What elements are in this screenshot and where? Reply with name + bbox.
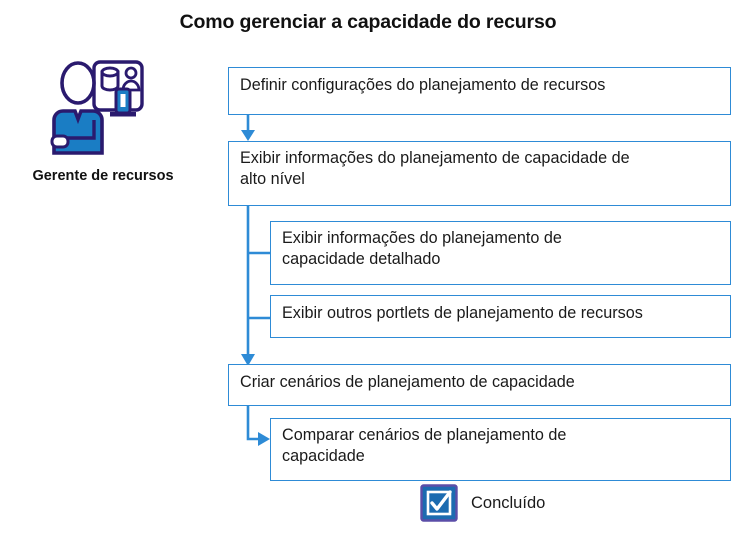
flow-step-label: Criar cenários de planejamento de capaci… [240, 373, 575, 391]
resource-manager-presenter-icon [46, 56, 146, 156]
actor-label: Gerente de recursos [32, 168, 174, 184]
flow-step-label: Comparar cenários de planejamento de cap… [282, 426, 567, 465]
legend: Concluído [420, 484, 545, 522]
checkbox-checked-icon [420, 484, 458, 522]
flow-step-exibir-informacoes-detalhado[interactable]: Exibir informações do planejamento de ca… [270, 221, 731, 285]
flow-step-exibir-informacoes-alto-nivel[interactable]: Exibir informações do planejamento de ca… [228, 141, 731, 206]
flow-step-label: Exibir outros portlets de planejamento d… [282, 304, 643, 322]
flow-step-label: Exibir informações do planejamento de ca… [282, 229, 562, 268]
flow-step-exibir-outros-portlets[interactable]: Exibir outros portlets de planejamento d… [270, 295, 731, 338]
page-title: Como gerenciar a capacidade do recurso [179, 11, 557, 33]
flow-step-label: Exibir informações do planejamento de ca… [240, 149, 630, 188]
flow-step-criar-cenarios[interactable]: Criar cenários de planejamento de capaci… [228, 364, 731, 406]
flow-step-comparar-cenarios[interactable]: Comparar cenários de planejamento de cap… [270, 418, 731, 481]
flow-step-label: Definir configurações do planejamento de… [240, 76, 606, 94]
flow-step-definir-configuracoes[interactable]: Definir configurações do planejamento de… [228, 67, 731, 115]
actor-group: Gerente de recursos [8, 56, 208, 184]
legend-label: Concluído [471, 493, 546, 512]
